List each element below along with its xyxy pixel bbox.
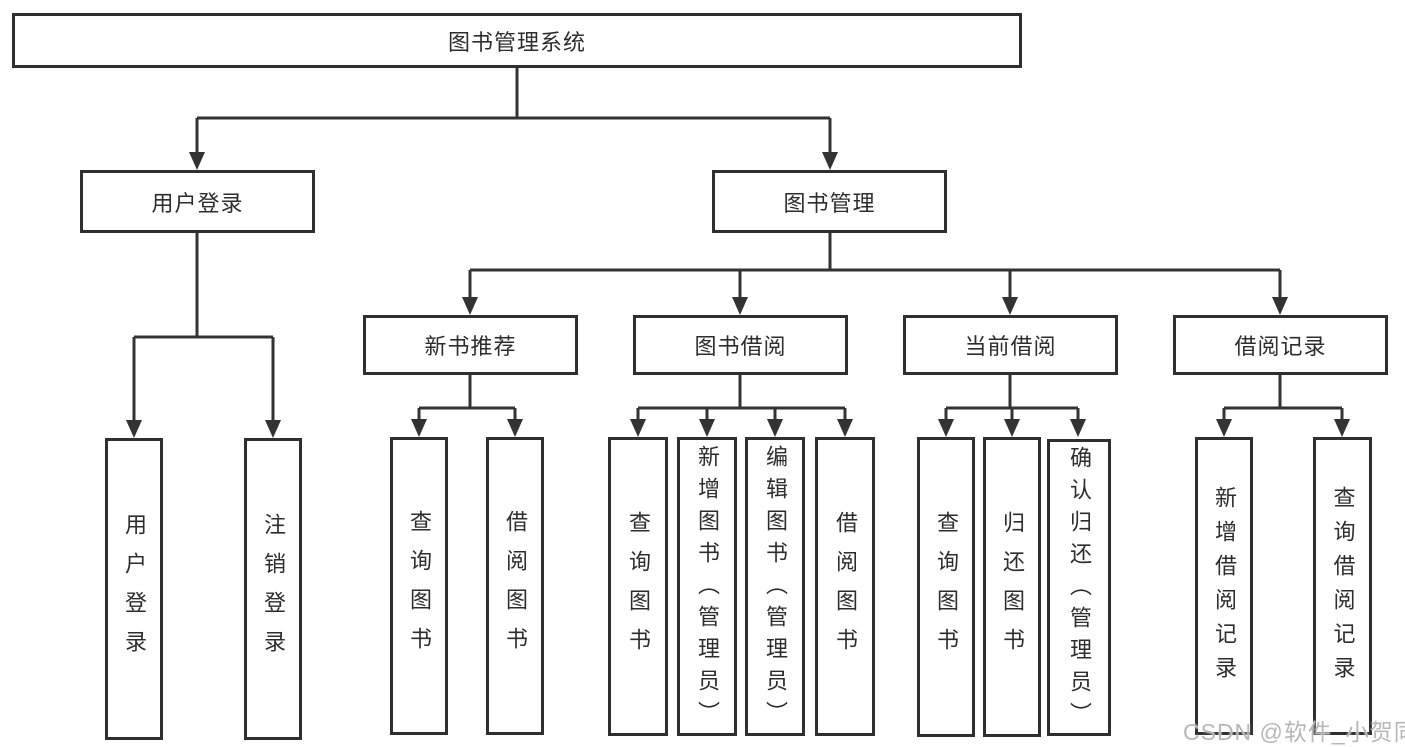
leaf-query-borrow-record: 查询借阅记录	[1313, 437, 1372, 735]
node-book-borrowing: 图书借阅	[633, 315, 848, 375]
leaf-query-books-recommend: 查询图书	[390, 437, 448, 735]
leaf-confirm-return-admin: 确认归还（管理员）	[1047, 439, 1111, 736]
leaf-query-books-borrowing: 查询图书	[608, 437, 668, 736]
node-current-borrowing: 当前借阅	[903, 315, 1118, 375]
leaf-borrow-books-borrowing: 借阅图书	[815, 437, 875, 736]
leaf-edit-books-admin: 编辑图书（管理员）	[745, 437, 805, 736]
node-new-book-recommendation: 新书推荐	[363, 315, 578, 375]
arrowheads	[126, 152, 1350, 438]
leaf-query-books-current: 查询图书	[917, 437, 975, 737]
watermark: CSDN @软件_小贺同学	[1183, 719, 1405, 745]
node-book-management: 图书管理	[712, 170, 947, 233]
leaf-logout: 注销登录	[244, 438, 302, 740]
node-user-login: 用户登录	[80, 170, 315, 233]
leaf-add-borrow-record: 新增借阅记录	[1195, 437, 1253, 735]
leaf-user-login: 用户登录	[105, 438, 163, 740]
leaf-add-books-admin: 新增图书（管理员）	[677, 437, 737, 736]
leaf-return-books: 归还图书	[983, 437, 1041, 737]
node-library-management-system: 图书管理系统	[12, 13, 1022, 68]
node-borrowing-records: 借阅记录	[1173, 315, 1388, 375]
leaf-borrow-books-recommend: 借阅图书	[486, 437, 544, 735]
